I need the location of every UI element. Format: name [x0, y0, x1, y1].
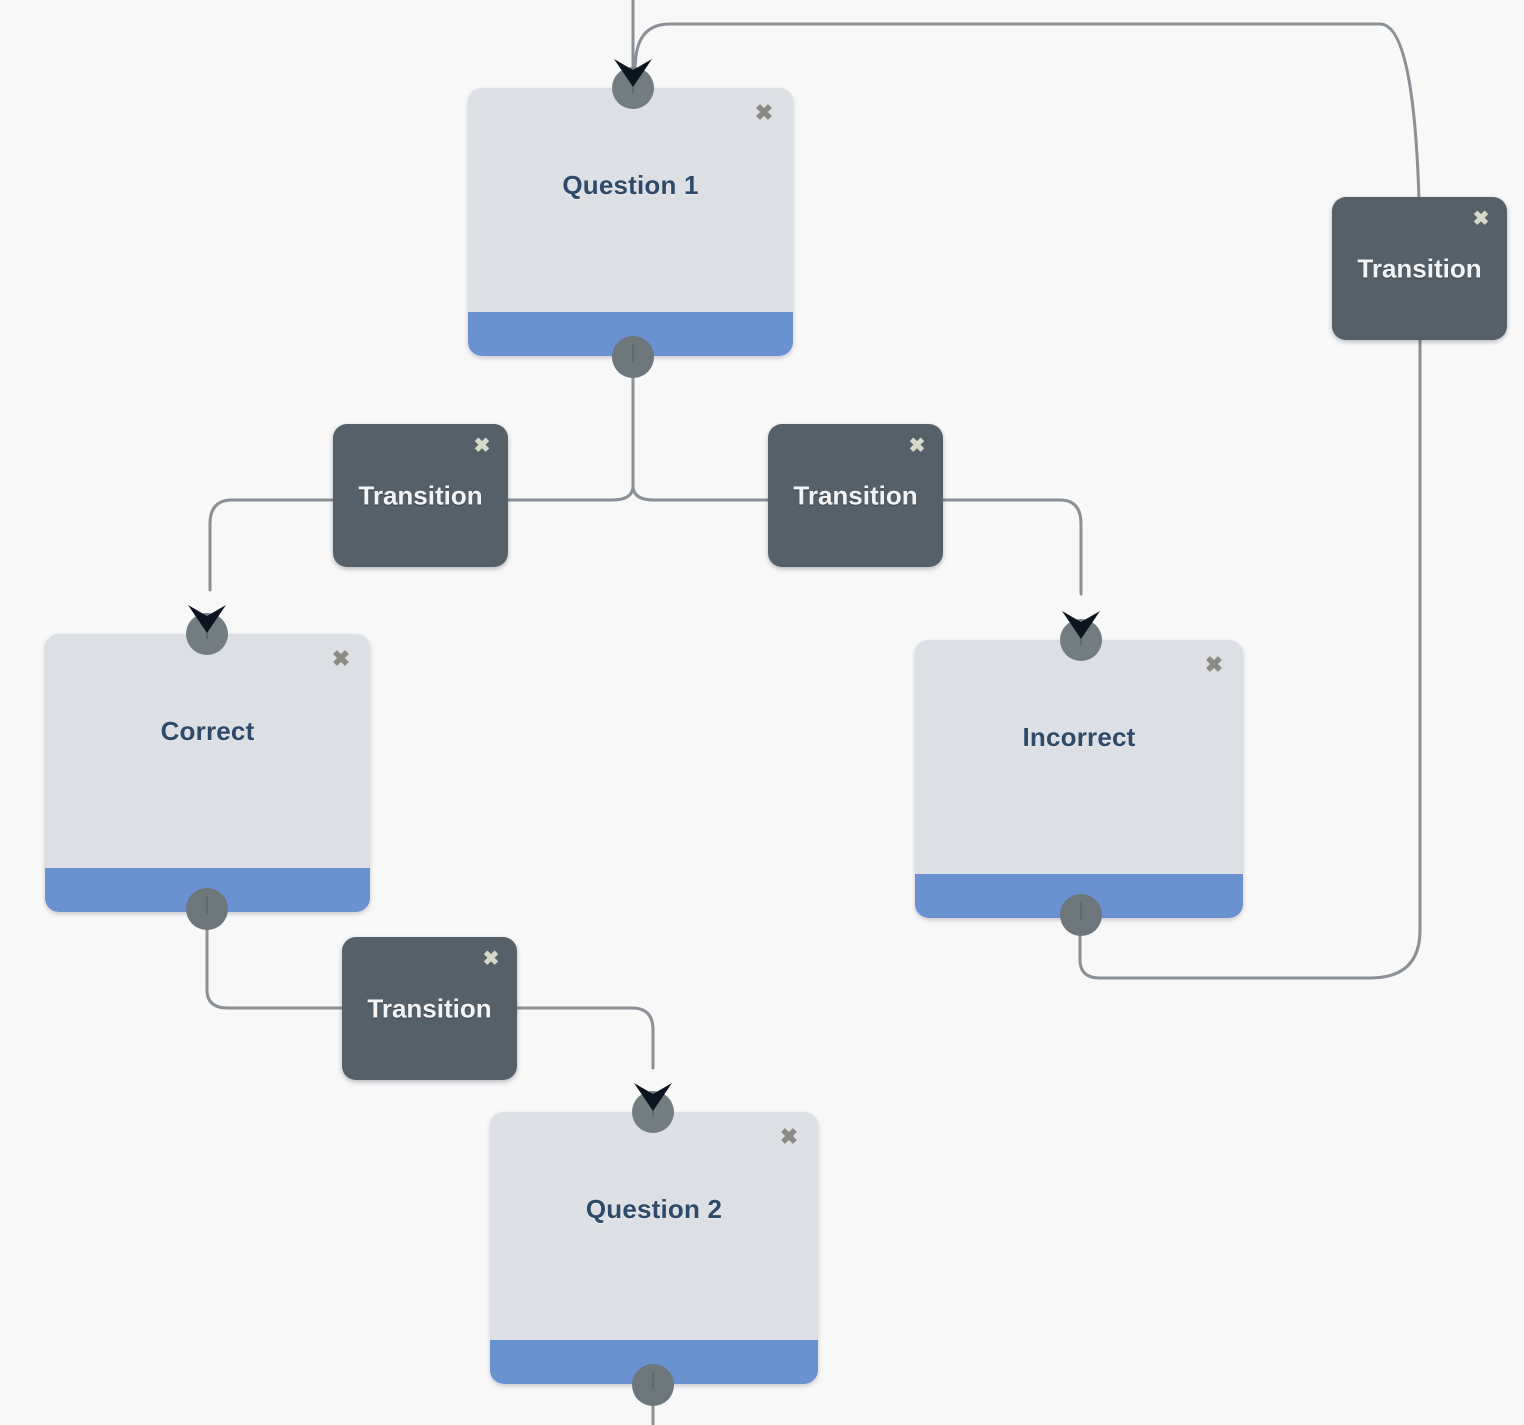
input-port-correct[interactable] — [186, 613, 228, 655]
node-title: Transition — [1357, 253, 1482, 283]
port-tick — [206, 896, 208, 914]
transition-node-left[interactable]: Transition ✖ — [333, 424, 508, 567]
transition-node-loop[interactable]: Transition ✖ — [1332, 197, 1507, 340]
close-icon[interactable]: ✖ — [779, 1124, 799, 1149]
port-tick — [206, 621, 208, 639]
node-body — [490, 1112, 818, 1340]
close-icon[interactable]: ✖ — [1472, 208, 1490, 230]
port-tick — [1080, 902, 1082, 920]
close-icon[interactable]: ✖ — [1204, 652, 1224, 677]
transition-node-right[interactable]: Transition ✖ — [768, 424, 943, 567]
port-tick — [632, 344, 634, 362]
node-title: Question 2 — [585, 1194, 723, 1224]
port-tick — [632, 75, 634, 93]
close-icon[interactable]: ✖ — [482, 948, 500, 970]
state-node-correct[interactable]: Correct ✖ — [45, 634, 370, 912]
port-tick — [652, 1099, 654, 1117]
node-body — [45, 634, 370, 868]
input-port-question-1[interactable] — [612, 67, 654, 109]
node-title: Transition — [793, 480, 918, 510]
output-port-question-2[interactable] — [632, 1364, 674, 1406]
output-port-incorrect[interactable] — [1060, 894, 1102, 936]
close-icon[interactable]: ✖ — [908, 435, 926, 457]
close-icon[interactable]: ✖ — [754, 100, 774, 125]
node-title: Incorrect — [1022, 722, 1136, 752]
node-title: Correct — [160, 716, 255, 746]
output-port-question-1[interactable] — [612, 336, 654, 378]
node-body — [915, 640, 1243, 874]
state-node-question-2[interactable]: Question 2 ✖ — [490, 1112, 818, 1384]
input-port-incorrect[interactable] — [1060, 619, 1102, 661]
close-icon[interactable]: ✖ — [473, 435, 491, 457]
state-node-question-1[interactable]: Question 1 ✖ — [468, 88, 793, 356]
close-icon[interactable]: ✖ — [331, 646, 351, 671]
node-title: Transition — [367, 993, 492, 1023]
input-port-question-2[interactable] — [632, 1091, 674, 1133]
node-title: Transition — [358, 480, 483, 510]
node-title: Question 1 — [562, 170, 699, 200]
port-tick — [652, 1372, 654, 1390]
transition-node-bottom[interactable]: Transition ✖ — [342, 937, 517, 1080]
output-port-correct[interactable] — [186, 888, 228, 930]
state-node-incorrect[interactable]: Incorrect ✖ — [915, 640, 1243, 918]
port-tick — [1080, 627, 1082, 645]
